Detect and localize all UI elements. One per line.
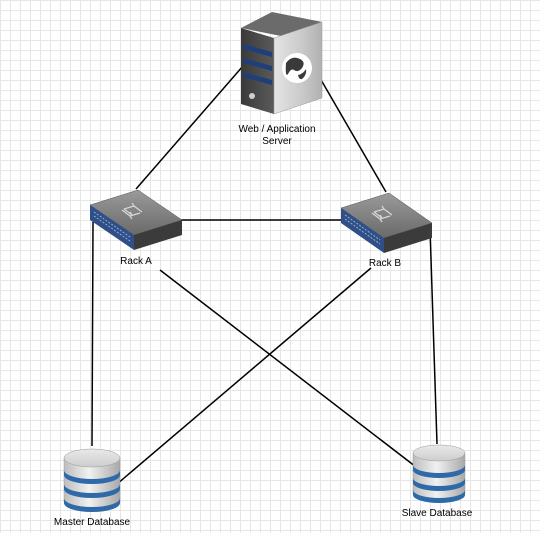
slave-database-label: Slave Database xyxy=(402,508,473,519)
connection-rack-b-master-db xyxy=(109,267,372,491)
slave-database-node[interactable]: Slave Database xyxy=(402,444,473,519)
rack-b-node[interactable]: Rack B xyxy=(340,192,433,269)
master-database-label: Master Database xyxy=(54,517,131,528)
rack-a-node[interactable]: Rack A xyxy=(89,189,183,267)
server-label-line2: Server xyxy=(262,136,292,147)
server-node[interactable]: Web / Application Server xyxy=(238,12,323,147)
master-database-node[interactable]: Master Database xyxy=(54,448,131,528)
connection-rack-a-slave-db xyxy=(159,269,421,471)
connection-rack-a-master-db xyxy=(91,221,94,447)
rack-a-label: Rack A xyxy=(120,256,152,267)
database-icon xyxy=(63,448,121,512)
database-icon xyxy=(412,444,466,503)
network-switch-icon xyxy=(340,192,433,253)
connection-server-rack-a xyxy=(135,65,244,190)
connection-rack-b-slave-db xyxy=(429,227,438,445)
server-icon xyxy=(241,12,323,115)
server-label-line1: Web / Application xyxy=(238,124,315,135)
network-switch-icon xyxy=(89,189,183,250)
connections xyxy=(91,65,438,491)
rack-b-label: Rack B xyxy=(369,258,402,269)
connection-server-rack-b xyxy=(312,65,387,193)
